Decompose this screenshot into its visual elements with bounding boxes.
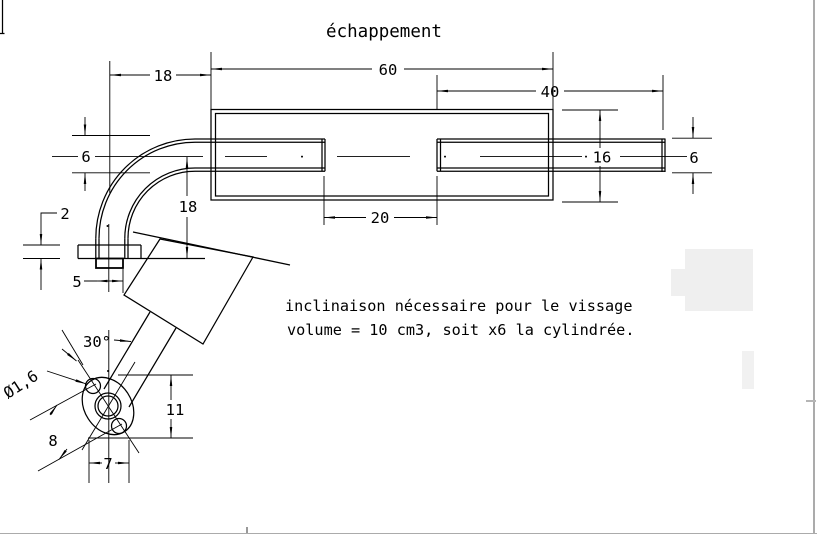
dim-flange-width-label: 7 xyxy=(103,455,112,473)
outlet-pipe xyxy=(436,138,666,172)
annotation-note: inclinaison nécessaire pour le vissage v… xyxy=(285,297,634,339)
dim-elbow-run-label: 18 xyxy=(154,67,173,85)
scroll-position-tick[interactable] xyxy=(246,527,248,533)
dim-outlet-length-label: 40 xyxy=(541,83,560,101)
dim-pipe-gap: 20 xyxy=(323,176,438,227)
dim-incline-angle: 30° xyxy=(61,329,132,366)
right-edge-notch xyxy=(806,400,816,402)
window-right-border xyxy=(813,0,815,540)
dim-outlet-length: 40 xyxy=(436,75,664,130)
center-lines xyxy=(52,61,687,483)
connecting-rod xyxy=(103,311,177,408)
dim-outlet-pipe-od: 6 xyxy=(672,117,712,194)
bottom-scroll-area[interactable] xyxy=(0,533,817,540)
dim-shell-od-label: 16 xyxy=(593,149,612,167)
render-artifact-block-tab xyxy=(671,269,685,296)
render-artifact-bar xyxy=(742,351,754,389)
dim-crank-offset-label: 11 xyxy=(166,401,185,419)
dim-shell-length-label: 60 xyxy=(379,61,398,79)
dim-inlet-pipe-od: 6 xyxy=(72,117,150,191)
dim-elbow-run: 18 xyxy=(109,52,212,109)
annotation-line2: volume = 10 cm3, soit x6 la cylindrée. xyxy=(287,321,634,339)
dim-pipe-gap-label: 20 xyxy=(371,209,390,227)
dim-outlet-pipe-od-label: 6 xyxy=(689,149,698,167)
dim-flange-thickness: 2 xyxy=(23,205,70,290)
dim-flange-thickness-label: 2 xyxy=(60,205,69,223)
elbow-bend xyxy=(95,138,196,239)
dim-stub-width-label: 5 xyxy=(72,273,81,291)
dim-bolt-spacing-label: 8 xyxy=(48,432,57,450)
dim-elbow-drop-label: 18 xyxy=(179,198,198,216)
dim-bolt-hole-dia: Ø1,6 xyxy=(0,367,87,402)
dim-stub-width: 5 xyxy=(72,269,124,293)
inlet-pipe xyxy=(195,138,326,172)
dim-bolt-hole-dia-label: Ø1,6 xyxy=(0,367,41,402)
dim-bolt-spacing: 8 xyxy=(29,383,123,472)
mounting-flange xyxy=(77,244,205,260)
drawing-title: échappement xyxy=(326,22,442,42)
frame-corner-line xyxy=(0,0,5,35)
dim-shell-length: 60 xyxy=(210,52,554,110)
dim-crank-offset: 11 xyxy=(88,374,193,439)
dim-flange-width: 7 xyxy=(88,440,130,483)
dim-elbow-drop: 18 xyxy=(179,156,198,259)
dim-incline-angle-label: 30° xyxy=(83,333,111,351)
cylinder-block xyxy=(123,231,291,345)
render-artifact-block xyxy=(685,249,753,311)
pipe-stub xyxy=(95,257,124,269)
dim-inlet-pipe-od-label: 6 xyxy=(81,148,90,166)
crank-flange xyxy=(77,359,140,454)
muffler-shell xyxy=(210,108,554,201)
vertical-pipe xyxy=(95,238,129,258)
annotation-line1: inclinaison nécessaire pour le vissage xyxy=(285,297,632,315)
dim-shell-od: 16 xyxy=(562,109,618,203)
